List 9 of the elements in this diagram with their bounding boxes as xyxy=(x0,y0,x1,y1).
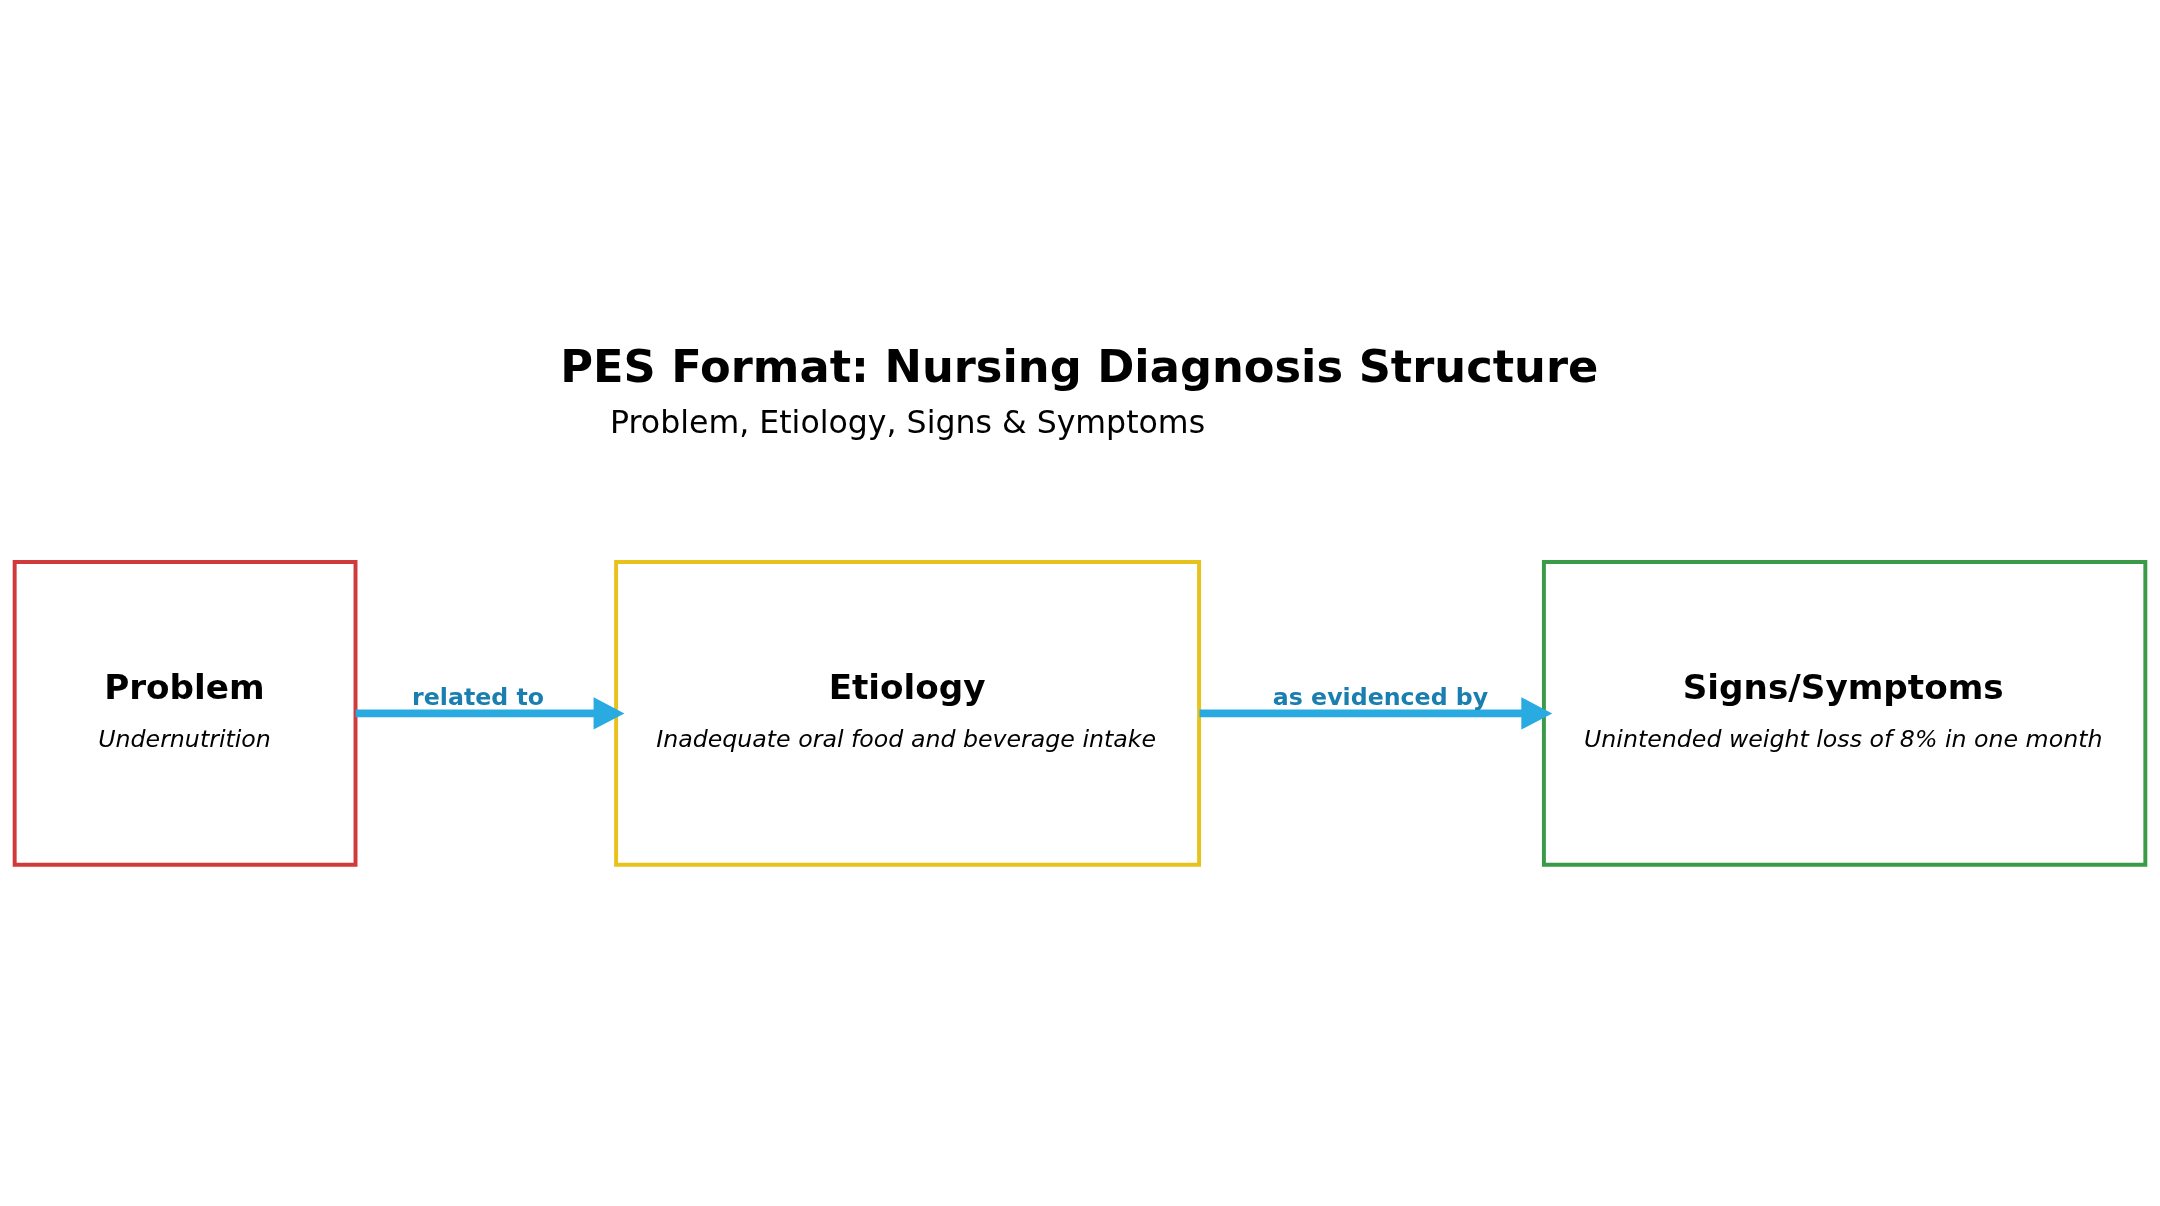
edge-label: related to xyxy=(412,682,545,711)
label: Problem, Etiology, Signs & Symptoms xyxy=(610,403,1206,440)
node-box: Problem Undernutrition xyxy=(12,559,358,867)
node-box: Signs/Symptoms Unintended weight loss of 8% in one month xyxy=(1541,559,2148,867)
edge-label: as evidenced by xyxy=(1272,682,1489,711)
diagram-title: PES Format: Nursing Diagnosis Structure xyxy=(560,339,1599,393)
node-box: Etiology Inadequate oral food and beverage intake xyxy=(614,559,1202,867)
arrow xyxy=(355,696,625,730)
arrow xyxy=(1199,696,1553,730)
